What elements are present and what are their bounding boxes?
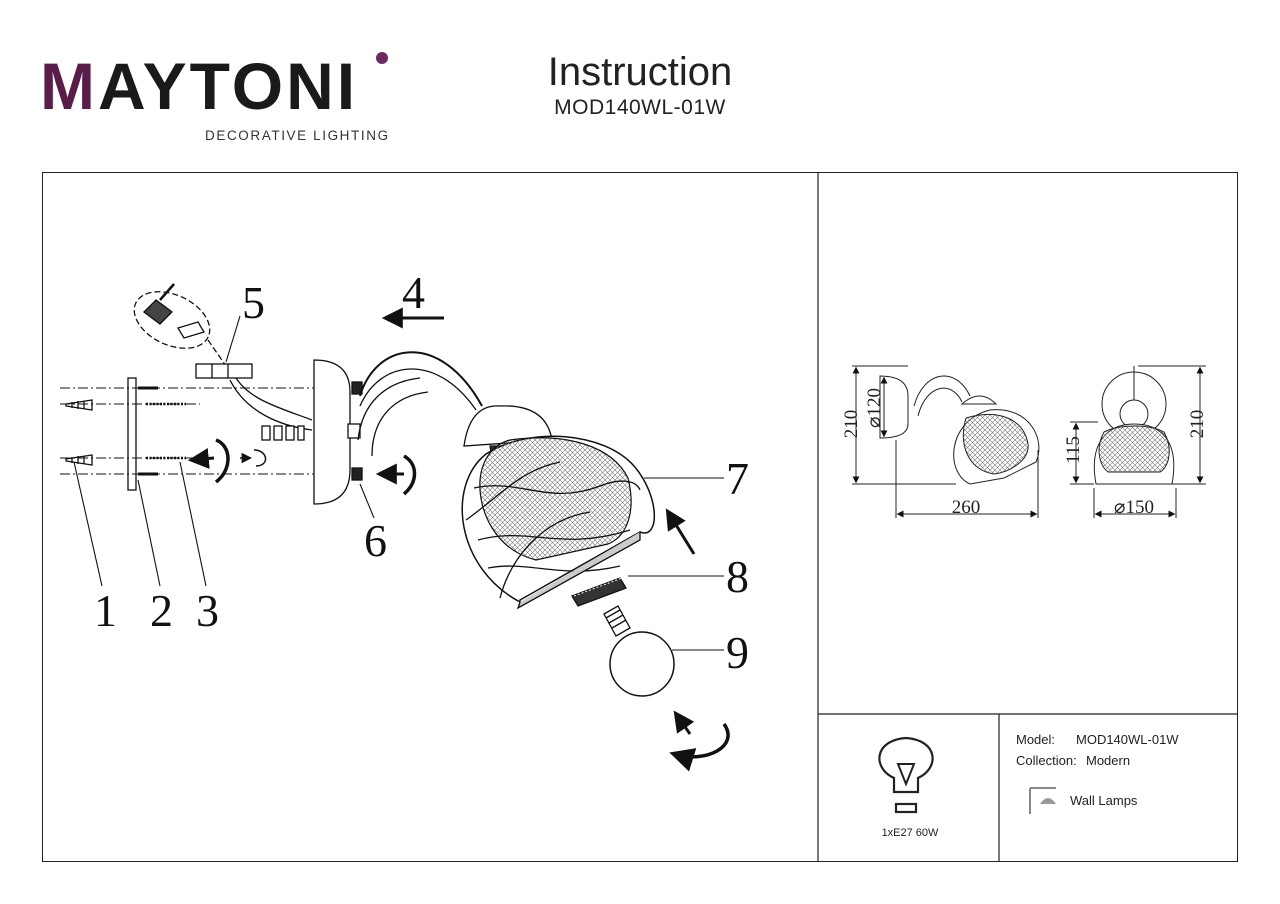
rotate-arrow-icon xyxy=(402,454,417,496)
mounting-bar xyxy=(127,377,137,491)
dim-side-height: 210 xyxy=(841,409,862,439)
rotate-arrow-icon xyxy=(253,449,267,467)
brand-tagline: DECORATIVE LIGHTING xyxy=(205,128,390,143)
rotate-arrow-icon xyxy=(214,438,230,484)
dim-shade-height: 115 xyxy=(1063,436,1084,464)
dim-shade-diameter: ⌀150 xyxy=(1114,497,1154,518)
brand-logo: MAYTONI DECORATIVE LIGHTING xyxy=(40,48,400,148)
brand-name-rest: AYTONI xyxy=(97,49,359,123)
light-bulb-icon xyxy=(878,736,934,814)
dim-front-height: 210 xyxy=(1187,409,1208,439)
callout-1: 1 xyxy=(94,585,117,636)
shade-ring xyxy=(571,577,627,607)
instruction-frame xyxy=(42,172,1238,862)
wall-lamp-icon xyxy=(1029,787,1056,814)
callout-8: 8 xyxy=(726,551,749,602)
callout-4: 4 xyxy=(402,267,425,318)
side-view-drawing xyxy=(852,365,1040,518)
document-title: Instruction xyxy=(547,50,733,94)
callout-6: 6 xyxy=(364,515,387,566)
arrow-bulb-in xyxy=(673,710,695,735)
lamp-arm xyxy=(357,351,483,457)
rotate-arrow-icon xyxy=(669,722,730,772)
terminal-block xyxy=(195,363,253,379)
model-value: MOD140WL-01W xyxy=(1076,732,1179,747)
cap-nut-lower xyxy=(351,467,363,481)
lamp-backplate xyxy=(313,359,351,505)
assembly-arrows xyxy=(187,307,730,772)
collection-label: Collection: xyxy=(1016,753,1077,768)
callout-7: 7 xyxy=(726,453,749,504)
frame-dividers xyxy=(817,172,1238,862)
globe-bulb xyxy=(603,605,675,697)
fixing-hardware xyxy=(261,425,305,441)
glass-shade xyxy=(461,435,656,610)
collection-value: Modern xyxy=(1086,753,1131,768)
dim-side-depth: 260 xyxy=(951,497,981,518)
callout-9: 9 xyxy=(726,627,749,678)
brand-dot xyxy=(376,52,388,64)
arrow-screw-in xyxy=(187,448,215,469)
screw-lower xyxy=(138,456,186,476)
callout-2: 2 xyxy=(150,585,173,636)
callout-3: 3 xyxy=(196,585,219,636)
front-view-drawing xyxy=(1070,365,1206,518)
wall-plug-upper xyxy=(65,399,93,411)
brand-wordmark: MAYTONI xyxy=(40,48,358,124)
lampholder-cup xyxy=(463,405,553,447)
category-label: Wall Lamps xyxy=(1070,793,1138,808)
callout-leaders xyxy=(73,315,724,651)
wall-plug-lower xyxy=(65,454,93,466)
arrow-shade-up xyxy=(665,508,696,555)
document-model-code: MOD140WL-01W xyxy=(554,96,726,119)
screw-upper xyxy=(138,386,186,406)
brand-initial: M xyxy=(40,49,98,123)
assembly-axis-lines xyxy=(60,387,318,475)
callout-5: 5 xyxy=(242,277,265,328)
model-label: Model: xyxy=(1016,732,1056,747)
power-wire-upper xyxy=(235,377,313,421)
dim-canopy-diameter: ⌀120 xyxy=(864,388,885,428)
bulb-spec-caption: 1xE27 60W xyxy=(881,827,939,839)
terminal-detail-bubble xyxy=(133,283,227,367)
